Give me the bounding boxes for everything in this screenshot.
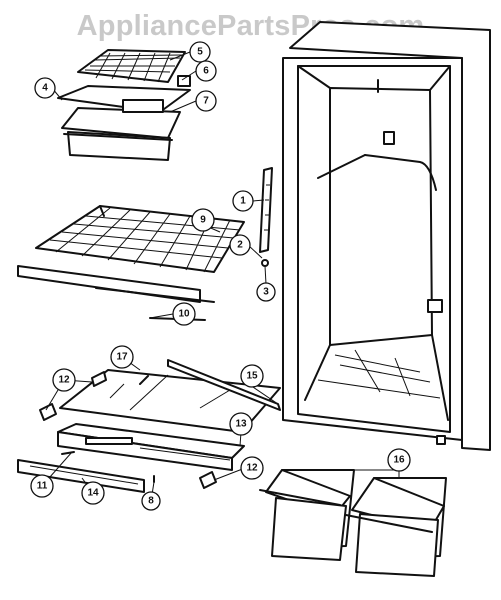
callout-6: 6 xyxy=(195,60,217,82)
shelf-support-rail xyxy=(259,167,273,267)
callout-9: 9 xyxy=(191,208,215,232)
callout-3: 3 xyxy=(256,282,276,302)
callout-12-upper: 12 xyxy=(52,368,76,392)
callout-9-label: 9 xyxy=(200,215,206,226)
callout-1: 1 xyxy=(232,190,254,212)
crisper-drawers xyxy=(259,469,447,577)
refrigerator-cabinet xyxy=(282,21,491,451)
callout-2-label: 2 xyxy=(237,240,243,251)
upper-drawer-assembly xyxy=(57,85,191,161)
callout-15: 15 xyxy=(240,364,264,388)
callout-17: 17 xyxy=(110,345,134,369)
callout-7-label: 7 xyxy=(203,96,209,107)
callout-16-label: 16 xyxy=(393,455,405,466)
callout-12-lower-label: 12 xyxy=(246,463,258,474)
callout-4-label: 4 xyxy=(42,83,48,94)
glass-shelf-front-trim xyxy=(17,459,145,493)
callout-10: 10 xyxy=(172,302,196,326)
callout-12-upper-label: 12 xyxy=(58,375,70,386)
callout-10-label: 10 xyxy=(178,309,190,320)
callout-11: 11 xyxy=(30,474,54,498)
callout-7: 7 xyxy=(195,90,217,112)
callout-1-label: 1 xyxy=(240,196,246,207)
callout-4: 4 xyxy=(34,77,56,99)
callout-14: 14 xyxy=(81,481,105,505)
callout-5: 5 xyxy=(189,41,211,63)
callout-16: 16 xyxy=(387,448,411,472)
callout-13-label: 13 xyxy=(235,419,247,430)
callout-13: 13 xyxy=(229,412,253,436)
callout-6-label: 6 xyxy=(203,66,209,77)
callout-8: 8 xyxy=(141,491,161,511)
shelf-front-trim xyxy=(17,265,215,321)
callout-8-label: 8 xyxy=(148,496,154,507)
callout-5-label: 5 xyxy=(197,47,203,58)
shelf-brackets xyxy=(39,371,217,489)
callout-2: 2 xyxy=(229,234,251,256)
callout-12-lower: 12 xyxy=(240,456,264,480)
callout-17-label: 17 xyxy=(116,352,128,363)
callout-3-label: 3 xyxy=(263,287,269,298)
glass-shelf-rear-rail xyxy=(167,359,281,411)
top-wire-shelf xyxy=(77,49,191,87)
callout-11-label: 11 xyxy=(37,481,48,492)
callout-15-label: 15 xyxy=(246,371,258,382)
callout-14-label: 14 xyxy=(87,488,99,499)
